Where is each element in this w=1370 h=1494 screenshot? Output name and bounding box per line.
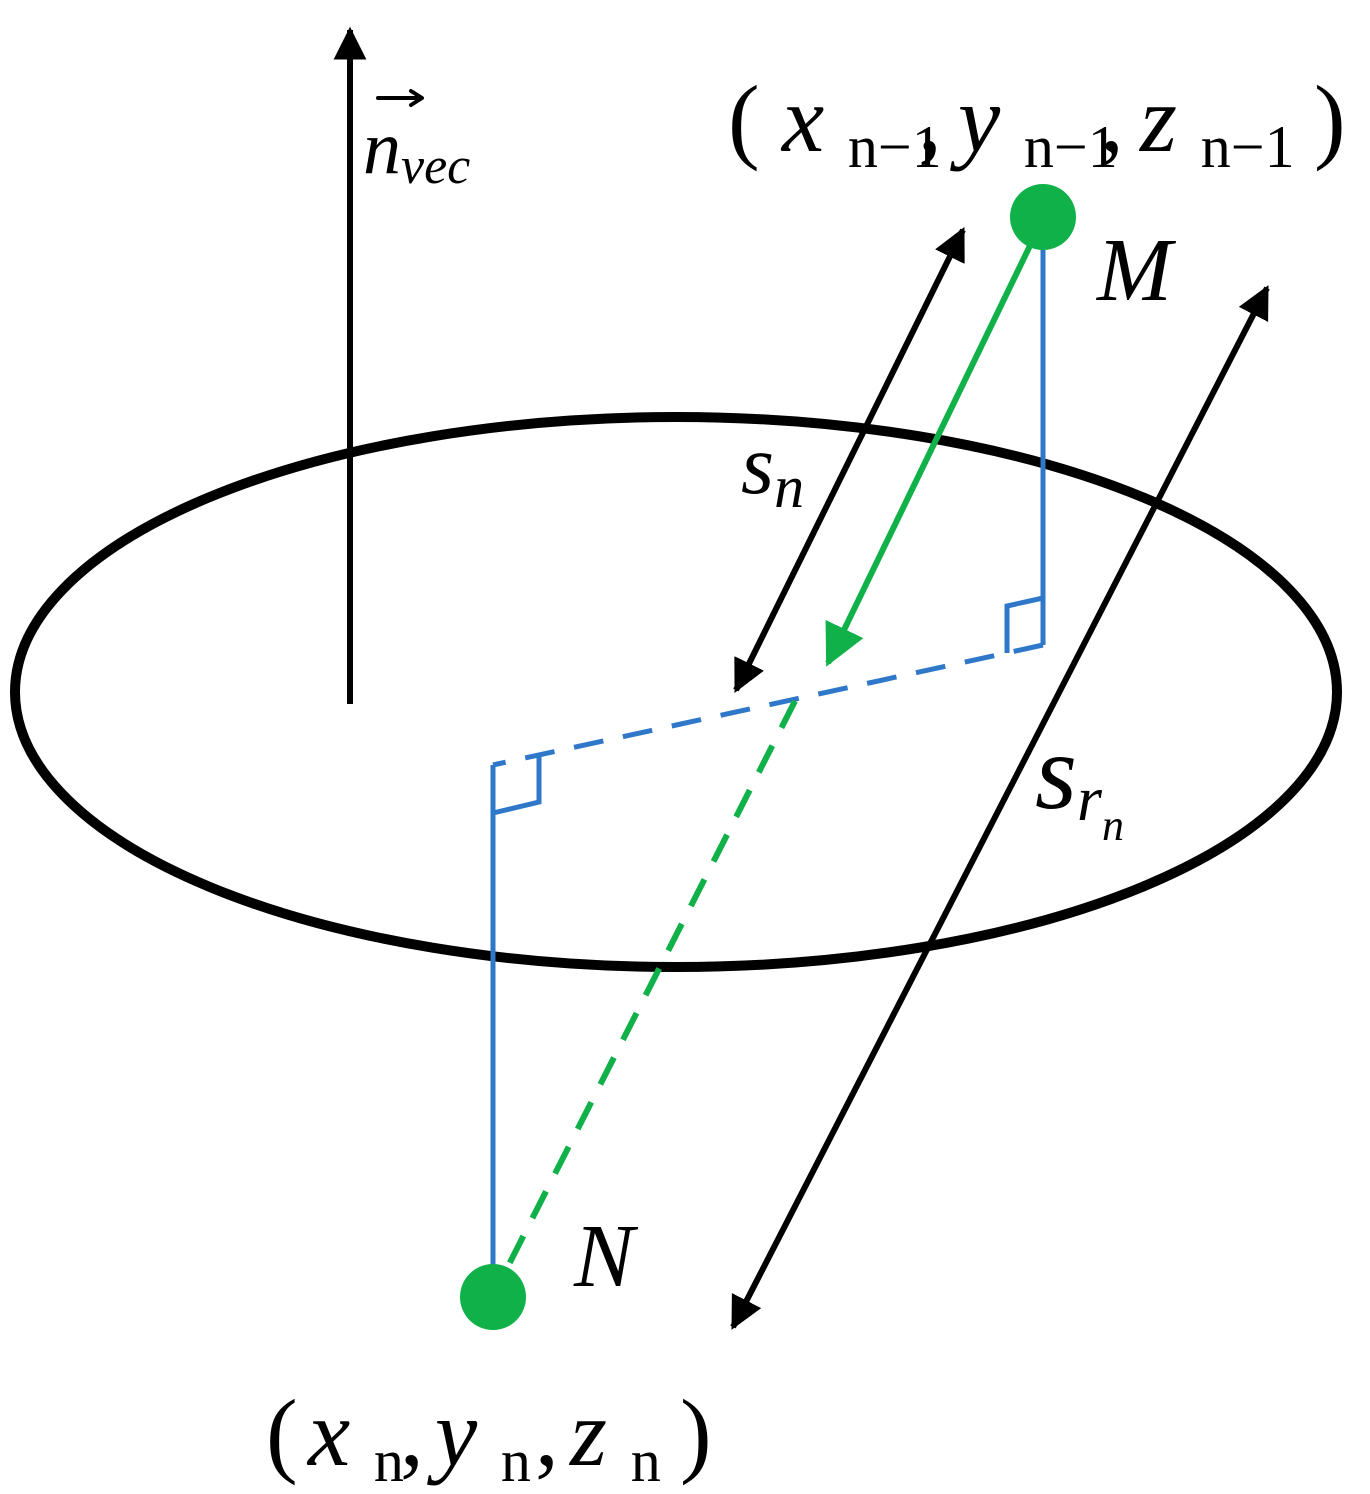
plane-ellipse: [10, 412, 1342, 972]
normal-vector-subscript: vec: [401, 138, 470, 195]
coord-n-close-paren: ): [680, 1380, 712, 1486]
s-n-subscript: n: [774, 454, 804, 520]
s-rn-double-arrow: [730, 285, 1270, 1330]
s-rn-symbol: s: [1035, 713, 1077, 832]
coord-n-x-subscript: n: [374, 1428, 404, 1494]
svg-text:nvec: nvec: [363, 106, 470, 195]
coordinate-label-n: ( x n , y n , z n ): [266, 1380, 712, 1494]
s-n-symbol: s: [741, 418, 774, 512]
normal-vector-label: nvec: [363, 89, 470, 195]
coord-n-z: z: [568, 1380, 607, 1486]
point-n-marker: [460, 1264, 526, 1330]
coord-m-comma-1: ,: [918, 66, 942, 172]
coord-n-x: x: [306, 1380, 350, 1486]
s-rn-sub-subscript: n: [1102, 801, 1124, 850]
coord-n-comma-1: ,: [400, 1380, 424, 1486]
coord-m-x: x: [780, 66, 824, 172]
coord-m-z: z: [1138, 66, 1177, 172]
coord-m-open-paren: (: [728, 66, 760, 172]
coord-n-open-paren: (: [266, 1380, 298, 1486]
s-rn-subscript: r: [1077, 763, 1103, 834]
point-m-label: M: [1095, 221, 1177, 320]
coord-m-y-subscript: n−1: [1024, 114, 1118, 180]
green-dashed-plane-to-n: [497, 699, 798, 1284]
coord-m-close-paren: ): [1314, 66, 1346, 172]
coord-n-z-subscript: n: [631, 1428, 661, 1494]
s-n-label: sn: [741, 418, 804, 520]
blue-dashed-projection-line: [492, 642, 1044, 768]
coord-m-comma-2: ,: [1100, 66, 1124, 172]
coord-m-y: y: [950, 66, 1001, 172]
normal-vector-symbol: n: [363, 106, 401, 190]
coord-m-x-subscript: n−1: [848, 114, 942, 180]
coordinate-label-m: ( x n−1 , y n−1 , z n−1 ): [728, 66, 1346, 188]
coord-n-comma-2: ,: [535, 1380, 559, 1486]
vector-arrow-icon: [376, 89, 424, 107]
s-rn-label: srn: [1035, 713, 1124, 850]
point-m-marker: [1010, 184, 1076, 250]
coord-n-y-subscript: n: [501, 1428, 531, 1494]
coord-n-y: y: [427, 1380, 478, 1486]
point-n-label: N: [573, 1207, 639, 1306]
right-angle-marker-lower: [492, 756, 542, 816]
coord-m-z-subscript: n−1: [1201, 114, 1295, 180]
